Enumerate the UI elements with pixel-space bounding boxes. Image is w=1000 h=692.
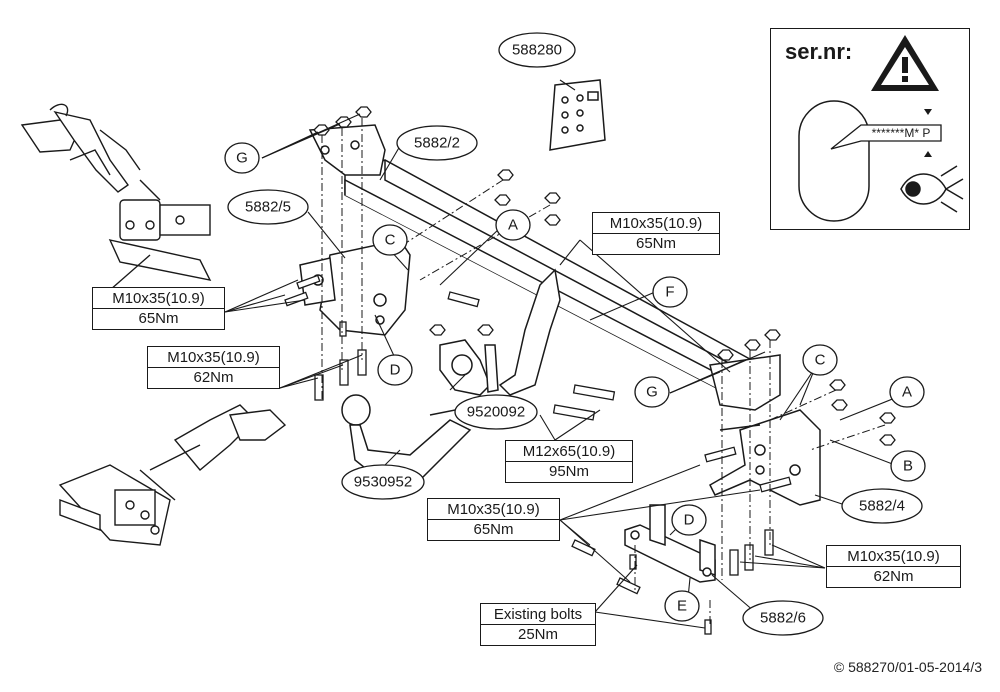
serial-number-panel: ser.nr: *******M* P	[770, 28, 970, 230]
callout-letter-c-right: C	[815, 352, 826, 369]
torque-value: 62Nm	[873, 568, 914, 585]
callout-part-588280: 588280	[512, 42, 562, 59]
callout-part-5882-2: 5882/2	[414, 135, 460, 152]
callout-letter-e: E	[677, 598, 687, 615]
electrical-module	[549, 79, 606, 151]
callout-letter-b: B	[903, 458, 913, 475]
hand-tool-icon-lower	[58, 404, 287, 546]
callout-letter-d-left: D	[390, 362, 401, 379]
torque-value: 62Nm	[193, 369, 234, 386]
torque-box-bottom-right: M10x35(10.9) 62Nm	[826, 545, 961, 588]
torque-box-left-upper: M10x35(10.9) 65Nm	[92, 287, 225, 330]
leader-lines	[224, 79, 896, 629]
socket-plate	[439, 339, 499, 396]
torque-value: 65Nm	[473, 521, 514, 538]
callout-shapes	[224, 32, 926, 636]
serial-label-text: *******M* P	[872, 126, 931, 140]
torque-bolt-spec: M10x35(10.9)	[593, 213, 719, 234]
torque-box-middle: M12x65(10.9) 95Nm	[505, 440, 633, 483]
torque-box-left-lower: M10x35(10.9) 62Nm	[147, 346, 280, 389]
serial-label-tag	[830, 124, 942, 150]
callout-letter-a-right: A	[902, 384, 912, 401]
callout-part-5882-6: 5882/6	[760, 610, 806, 627]
right-side-bracket	[709, 354, 821, 506]
torque-bolt-spec: M12x65(10.9)	[506, 441, 632, 462]
torque-box-existing-bolts: Existing bolts 25Nm	[480, 603, 596, 646]
vehicle-plate-outline	[798, 100, 870, 222]
callout-letter-f: F	[665, 284, 674, 301]
callout-letter-g-top: G	[236, 150, 248, 167]
callout-part-5882-5: 5882/5	[245, 199, 291, 216]
callout-part-5882-4: 5882/4	[859, 498, 905, 515]
torque-value: 25Nm	[517, 626, 558, 643]
torque-value: 95Nm	[548, 463, 589, 480]
hand-tool-icon	[20, 103, 212, 291]
callout-part-9520092: 9520092	[467, 404, 525, 421]
copyright-text: © 588270/01-05-2014/3	[833, 659, 982, 675]
torque-bolt-spec: M10x35(10.9)	[827, 546, 960, 567]
callout-letter-d-right: D	[684, 512, 695, 529]
torque-bolt-spec: M10x35(10.9)	[93, 288, 224, 309]
serial-panel-graphic: *******M* P	[798, 35, 964, 222]
warning-triangle-icon	[871, 35, 939, 91]
lower-bracket-5882-6	[624, 504, 716, 583]
callout-letter-g-right: G	[646, 384, 658, 401]
torque-bolt-spec: M10x35(10.9)	[148, 347, 279, 368]
callout-letter-a-top: A	[508, 217, 518, 234]
torque-box-bottom-middle: M10x35(10.9) 65Nm	[427, 498, 560, 541]
serial-number-title: ser.nr:	[785, 39, 853, 64]
torque-bolt-spec: M10x35(10.9)	[428, 499, 559, 520]
torque-bolt-spec: Existing bolts	[481, 604, 595, 625]
eye-icon	[900, 165, 964, 213]
crossbar	[344, 159, 772, 396]
torque-value: 65Nm	[635, 235, 676, 252]
torque-box-top-right: M10x35(10.9) 65Nm	[592, 212, 720, 255]
callout-letter-c-left: C	[385, 232, 396, 249]
callout-part-9530952: 9530952	[354, 474, 412, 491]
torque-value: 65Nm	[138, 310, 179, 327]
